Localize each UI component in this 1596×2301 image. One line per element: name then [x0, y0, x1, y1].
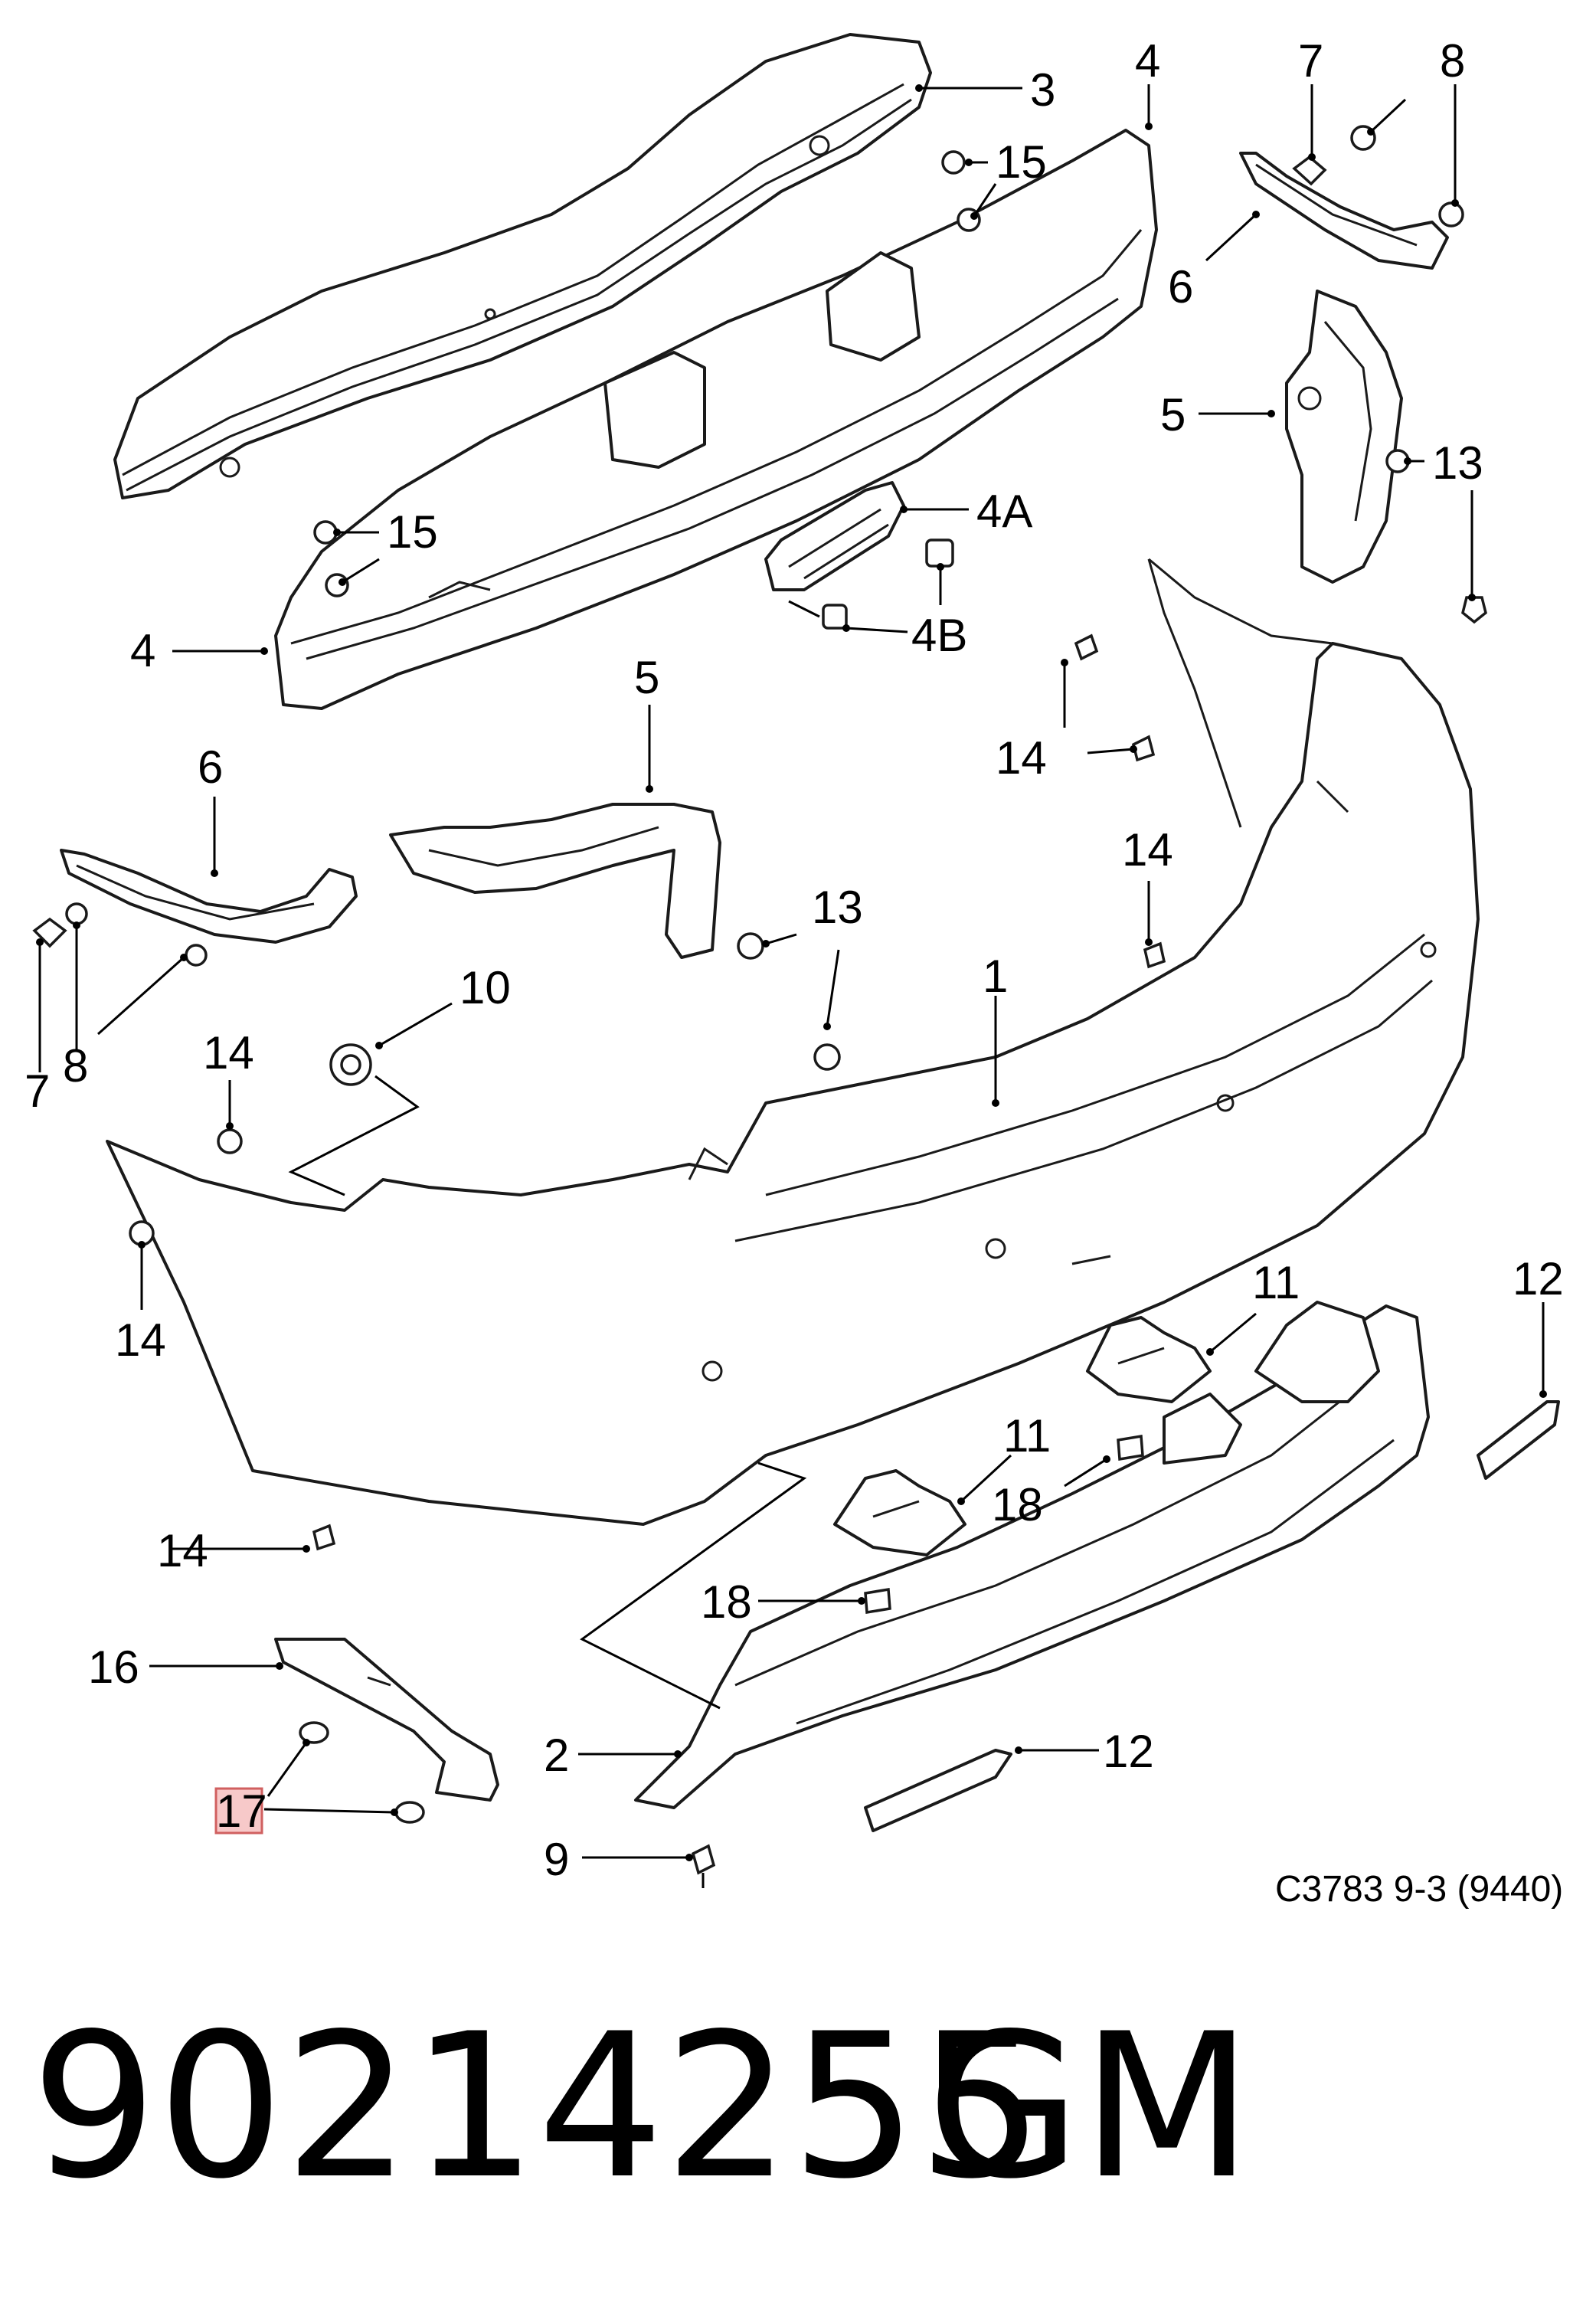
callout-17-highlight [214, 1787, 263, 1835]
callout-8-top: 8 [1440, 35, 1465, 87]
leader-lines [36, 84, 1547, 1861]
callout-labels: 3 4 15 7 8 6 5 13 4A 4B 15 4 5 6 14 14 1… [25, 35, 1564, 1910]
reinforcement-beam-part-3 [113, 33, 932, 499]
callout-2: 2 [544, 1730, 569, 1781]
energy-absorber-part-4 [274, 129, 1158, 710]
nut-part-8-right [1350, 125, 1464, 227]
callout-16: 16 [88, 1641, 139, 1693]
callout-3: 3 [1030, 64, 1055, 116]
nut-part-13-right [1385, 449, 1487, 624]
washer-part-17 [299, 1721, 425, 1824]
callout-5-left: 5 [634, 652, 659, 703]
bracket-part-11-lower [833, 1469, 966, 1556]
callout-14-b: 14 [1122, 824, 1173, 876]
callout-14-e: 14 [157, 1525, 208, 1576]
right-guide-part-6 [1239, 152, 1449, 270]
diffuser-panel-part-2 [634, 1301, 1430, 1809]
callout-18-lower: 18 [701, 1576, 752, 1628]
bumper-cover-part-1 [106, 558, 1480, 1526]
callout-14-a: 14 [996, 732, 1047, 784]
part-number: 90214255 [31, 1992, 1044, 2223]
callout-15-top: 15 [996, 136, 1047, 188]
callout-14-d: 14 [115, 1314, 166, 1366]
callout-7-top: 7 [1298, 35, 1323, 87]
callout-10: 10 [460, 962, 511, 1013]
callout-12-lower: 12 [1103, 1726, 1154, 1777]
callout-4B: 4B [911, 610, 967, 661]
callout-9: 9 [544, 1834, 569, 1885]
reflector-trim-part-12-lower [864, 1749, 1012, 1832]
cross-reference-lines [288, 1075, 807, 1710]
part-number-footer: 90214255 GM [31, 1992, 1253, 2223]
callout-1: 1 [983, 951, 1008, 1002]
screw-part-9 [691, 1844, 716, 1888]
callout-13-left: 13 [812, 882, 863, 933]
callout-15-left: 15 [387, 506, 438, 558]
callout-11-upper: 11 [1252, 1257, 1300, 1308]
nut-part-15 [313, 150, 981, 597]
callout-7-left: 7 [25, 1065, 50, 1117]
right-bracket-part-5 [1285, 290, 1403, 584]
left-bracket-part-5 [389, 803, 721, 959]
clip-part-18 [864, 1434, 1144, 1615]
callout-6-top: 6 [1168, 261, 1193, 313]
left-guide-part-6 [60, 849, 358, 944]
push-pin-part-14 [129, 633, 1166, 1551]
callout-6-left: 6 [198, 741, 223, 793]
callout-17: 17 [216, 1785, 267, 1837]
callout-18-upper: 18 [992, 1479, 1043, 1530]
callout-4-top: 4 [1135, 35, 1160, 87]
clip-part-7-left [32, 917, 67, 948]
nut-part-4B [822, 538, 954, 630]
brand-name: GM [927, 1992, 1253, 2223]
bracket-part-4A [764, 481, 905, 591]
callout-11-lower: 11 [1003, 1410, 1051, 1461]
clip-part-7-right [1292, 155, 1327, 186]
callout-14-c: 14 [203, 1027, 254, 1078]
callout-5-top: 5 [1160, 389, 1186, 440]
reflector-trim-part-12-right [1477, 1400, 1560, 1480]
callout-4-left: 4 [130, 625, 155, 676]
callout-13-top: 13 [1432, 437, 1483, 489]
nut-part-13-left [737, 932, 841, 1071]
diagram-reference-code: C3783 9-3 (9440) [1275, 1869, 1563, 1910]
callout-8-left: 8 [63, 1040, 88, 1092]
callout-12-right: 12 [1513, 1253, 1564, 1304]
heat-shield-plate-part-16 [274, 1638, 499, 1802]
bracket-part-11-upper [1086, 1316, 1212, 1403]
callout-4A: 4A [976, 486, 1032, 537]
grommet-part-10 [329, 1043, 372, 1086]
